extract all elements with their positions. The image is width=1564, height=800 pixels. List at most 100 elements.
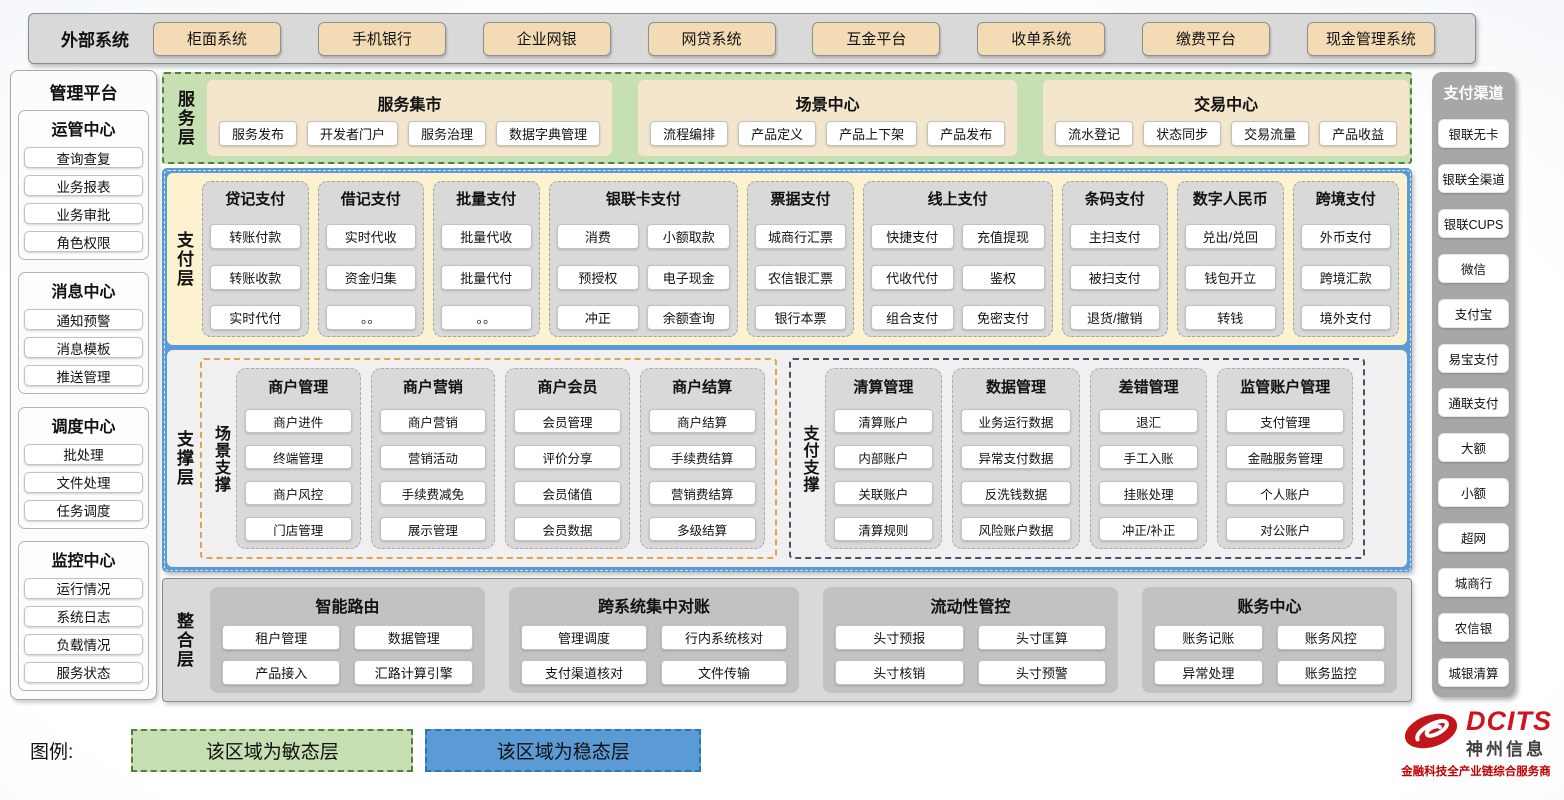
payment-column-title: 批量支付	[456, 191, 517, 208]
external-system-node: 网贷系统	[647, 21, 776, 56]
payment-item-node: 快捷支付	[870, 224, 954, 250]
integration-item-node: 头寸预报	[835, 625, 964, 650]
service-item-node: 流水登记	[1055, 120, 1134, 146]
support-item-node: 退汇	[1098, 409, 1199, 433]
support-sections: 场景支撑商户管理商户进件终端管理商户风控门店管理商户营销商户营销营销活动手续费减…	[200, 358, 1399, 559]
support-column: 商户会员会员管理评价分享会员储值会员数据	[505, 368, 630, 549]
payment-channel-node: 银联CUPS	[1438, 208, 1509, 238]
support-column: 商户营销商户营销营销活动手续费减免展示管理	[370, 368, 496, 549]
management-item-node: 任务调度	[24, 499, 143, 521]
support-layer-band: 支撑层 场景支撑商户管理商户进件终端管理商户风控门店管理商户营销商户营销营销活动…	[167, 350, 1407, 567]
logo-tagline: 金融科技全产业链综合服务商	[1401, 766, 1551, 778]
payment-row: 转账付款	[210, 224, 301, 250]
management-group: 消息中心通知预警消息模板推送管理	[18, 272, 149, 395]
payment-column-title: 银联卡支付	[605, 191, 681, 208]
integration-item-node: 账务风控	[1276, 625, 1385, 650]
payment-column-title: 数字人民币	[1192, 191, 1268, 208]
payment-columns: 贷记支付转账付款转账收款实时代付借记支付实时代收资金归集。。批量支付批量代收批量…	[202, 181, 1399, 337]
support-column-title: 商户管理	[268, 379, 329, 396]
payment-row: 外币支付	[1300, 224, 1391, 250]
management-group-title: 监控中心	[51, 552, 116, 570]
dcits-logo: DCITS 神州信息 金融科技全产业链综合服务商	[1388, 706, 1564, 779]
service-group: 交易中心流水登记状态同步交易流量产品收益	[1043, 80, 1410, 156]
integration-item-node: 管理调度	[520, 625, 647, 650]
service-group-title: 场景中心	[795, 96, 860, 114]
support-section-columns: 清算管理清算账户内部账户关联账户清算规则数据管理业务运行数据异常支付数据反洗钱数…	[824, 368, 1354, 549]
payment-item-node: 资金归集	[325, 264, 416, 290]
payment-layer-label: 支付层	[174, 230, 193, 288]
payment-row: 跨境汇款	[1300, 264, 1391, 290]
external-system-node: 柜面系统	[153, 21, 281, 56]
payment-item-node: 充值提现	[961, 224, 1045, 250]
payment-item-node: 小额取款	[647, 224, 731, 250]
integration-item-node: 头寸核销	[835, 660, 964, 685]
support-item-node: 多级结算	[648, 517, 756, 541]
legend: 图例: 该区域为敏态层 该区域为稳态层	[30, 729, 702, 772]
external-system-node: 现金管理系统	[1306, 21, 1435, 56]
payment-row: 资金归集	[325, 264, 416, 290]
support-item-node: 营销费结算	[648, 481, 756, 505]
integration-item-node: 文件传输	[661, 660, 788, 685]
payment-item-node: 实时代收	[325, 224, 416, 250]
management-item-node: 负载情况	[24, 633, 143, 655]
payment-column-title: 贷记支付	[225, 191, 286, 208]
external-system-node: 企业网银	[482, 21, 611, 56]
service-group-items: 服务发布开发者门户服务治理数据字典管理	[219, 120, 601, 146]
payment-item-node: 城商行汇票	[755, 224, 846, 250]
payment-channel-node: 超网	[1438, 523, 1509, 553]
integration-group: 跨系统集中对账管理调度行内系统核对支付渠道核对文件传输	[508, 587, 800, 693]
support-item-node: 会员数据	[514, 517, 621, 541]
external-system-node: 手机银行	[317, 21, 446, 56]
management-group: 运管中心查询查复业务报表业务审批角色权限	[18, 110, 149, 260]
support-item-node: 营销活动	[379, 445, 487, 469]
support-item-node: 冲正/补正	[1098, 517, 1199, 541]
support-section: 支付支撑清算管理清算账户内部账户关联账户清算规则数据管理业务运行数据异常支付数据…	[788, 358, 1365, 559]
support-item-node: 商户进件	[245, 409, 352, 433]
external-system-node: 互金平台	[812, 21, 941, 56]
payment-column-title: 线上支付	[927, 191, 988, 208]
legend-stable-layer: 该区域为稳态层	[425, 729, 702, 772]
payment-column: 银联卡支付消费小额取款预授权电子现金冲正余额查询	[548, 181, 739, 337]
integration-group-title: 账务中心	[1237, 599, 1302, 616]
payment-row: 。。	[325, 304, 416, 330]
payment-item-node: 转账收款	[210, 264, 301, 290]
support-item-node: 会员储值	[514, 481, 621, 505]
stable-layer-area: 支付层 贷记支付转账付款转账收款实时代付借记支付实时代收资金归集。。批量支付批量…	[162, 168, 1412, 572]
management-item-node: 批处理	[24, 443, 143, 465]
payment-channel-node: 支付宝	[1438, 298, 1509, 328]
management-groups: 运管中心查询查复业务报表业务审批角色权限消息中心通知预警消息模板推送管理调度中心…	[18, 110, 149, 691]
management-item-node: 业务报表	[24, 175, 143, 196]
payment-item-node: 鉴权	[961, 264, 1045, 290]
support-item-node: 业务运行数据	[961, 409, 1071, 433]
legend-label: 图例:	[30, 742, 74, 763]
integration-item-node: 头寸匡算	[977, 625, 1107, 650]
payment-column: 数字人民币兑出/兑回钱包开立转钱	[1177, 181, 1284, 337]
payment-item-node: 免密支付	[961, 304, 1045, 330]
service-group-title: 交易中心	[1194, 96, 1259, 114]
payment-item-node: 。。	[441, 304, 532, 330]
integration-item-node: 租户管理	[222, 625, 341, 650]
management-item-node: 系统日志	[24, 605, 143, 627]
payment-channel-node: 城银清算	[1438, 657, 1509, 687]
payment-row: 主扫支付	[1069, 224, 1160, 250]
payment-item-node: 组合支付	[870, 304, 954, 330]
integration-item-node: 账务记账	[1154, 625, 1263, 650]
payment-item-node: 实时代付	[210, 304, 301, 330]
payment-row: 预授权电子现金	[556, 264, 731, 290]
external-system-node: 收单系统	[977, 21, 1106, 56]
integration-item-node: 产品接入	[222, 660, 341, 685]
external-systems-nodes: 柜面系统手机银行企业网银网贷系统互金平台收单系统缴费平台现金管理系统	[153, 21, 1475, 56]
support-column: 商户结算商户结算手续费结算营销费结算多级结算	[639, 368, 765, 549]
integration-item-node: 头寸预警	[977, 660, 1107, 685]
support-column: 商户管理商户进件终端管理商户风控门店管理	[236, 368, 361, 549]
integration-item-node: 支付渠道核对	[520, 660, 647, 685]
service-group-items: 流程编排产品定义产品上下架产品发布	[650, 120, 1006, 146]
external-systems-bar: 外部系统 柜面系统手机银行企业网银网贷系统互金平台收单系统缴费平台现金管理系统	[28, 13, 1476, 64]
service-groups: 服务集市服务发布开发者门户服务治理数据字典管理场景中心流程编排产品定义产品上下架…	[207, 80, 1410, 156]
integration-group-title: 流动性管控	[930, 599, 1011, 616]
management-item-node: 角色权限	[24, 231, 143, 252]
management-group: 监控中心运行情况系统日志负载情况服务状态	[18, 540, 149, 691]
integration-item-node: 异常处理	[1154, 660, 1263, 685]
service-item-node: 开发者门户	[307, 120, 399, 146]
